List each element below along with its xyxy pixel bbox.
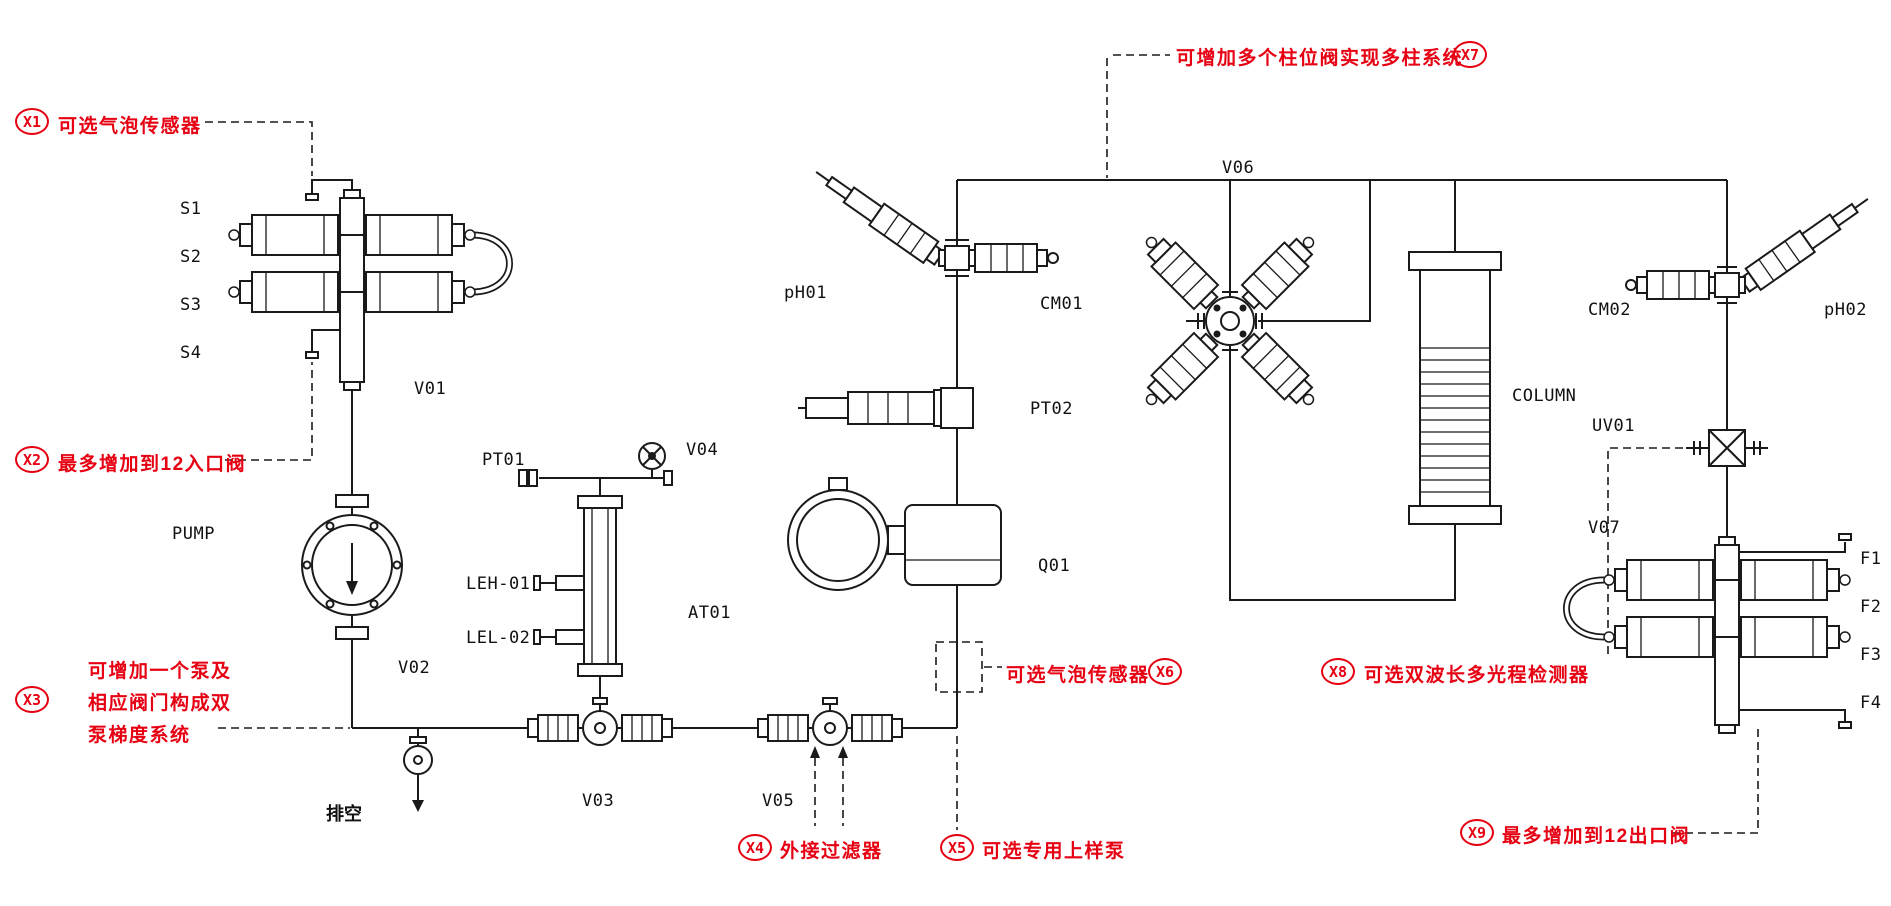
annotation-badge-x5: X5 — [940, 834, 974, 861]
annotation-text-x9: 最多增加到12出口阀 — [1502, 826, 1691, 847]
label-column: COLUMN — [1512, 386, 1577, 406]
label-ph01: pH01 — [784, 283, 827, 303]
inline-valve-v05-symbol — [757, 697, 903, 746]
annotation-badge-x2: X2 — [15, 446, 49, 473]
q01-pump-symbol — [787, 477, 1002, 591]
annotation-badge-x1: X1 — [15, 108, 49, 135]
annotation-text-x4: 外接过滤器 — [780, 841, 883, 862]
label-leh01: LEH-01 — [466, 574, 531, 594]
label-pump: PUMP — [172, 524, 215, 544]
annotation-text-x8: 可选双波长多光程检测器 — [1364, 665, 1590, 686]
annotation-dashed-lines — [205, 54, 1759, 834]
arrowheads — [412, 746, 848, 812]
label-v04: V04 — [686, 440, 719, 460]
pipe-lines — [311, 179, 1846, 801]
annotation-badge-x4: X4 — [738, 834, 772, 861]
column-symbol — [1408, 251, 1502, 525]
label-s4: S4 — [180, 343, 202, 363]
annotation-text-x7: 可增加多个柱位阀实现多柱系统 — [1176, 48, 1464, 69]
label-f2: F2 — [1860, 597, 1882, 617]
x6-dashed-box — [935, 641, 983, 693]
annotation-text-x3-line3: 泵梯度系统 — [88, 725, 191, 746]
annotation-badge-x9: X9 — [1460, 819, 1494, 846]
annotation-text-x5: 可选专用上样泵 — [982, 841, 1126, 862]
outlet-valve-v07-symbol — [1563, 533, 1852, 734]
pump-symbol — [301, 494, 403, 640]
annotation-text-x3-line2: 相应阀门构成双 — [88, 693, 232, 714]
annotation-text-x1: 可选气泡传感器 — [58, 116, 202, 137]
label-f3: F3 — [1860, 645, 1882, 665]
label-lel02: LEL-02 — [466, 628, 531, 648]
label-f1: F1 — [1860, 549, 1882, 569]
annotation-badge-x3: X3 — [15, 686, 49, 713]
label-v02: V02 — [398, 658, 431, 678]
label-s1: S1 — [180, 199, 202, 219]
purge-valve-v04-symbol — [638, 442, 673, 486]
label-v07: V07 — [1588, 518, 1621, 538]
mixer-at01-symbol — [533, 495, 623, 677]
label-s3: S3 — [180, 295, 202, 315]
annotation-badge-x6: X6 — [1148, 658, 1182, 685]
label-v01: V01 — [414, 379, 447, 399]
inlet-valve-v01-symbol — [228, 189, 513, 391]
label-pt01: PT01 — [482, 450, 525, 470]
label-cm02: CM02 — [1588, 300, 1631, 320]
inline-valve-v03-symbol — [527, 697, 673, 746]
pt01-fitting-symbol — [518, 469, 538, 487]
column-valve-v06-symbol — [1134, 225, 1326, 417]
annotation-text-x6: 可选气泡传感器 — [1006, 665, 1150, 686]
label-v03: V03 — [582, 791, 615, 811]
annotation-badge-x7: X7 — [1453, 41, 1487, 68]
label-pt02: PT02 — [1030, 399, 1073, 419]
label-v05: V05 — [762, 791, 795, 811]
pt02-sensor-symbol — [798, 387, 974, 429]
ph01-electrode-symbol — [807, 160, 948, 270]
label-ph02: pH02 — [1824, 300, 1867, 320]
label-drain: 排空 — [326, 804, 362, 824]
annotation-text-x3-line1: 可增加一个泵及 — [88, 661, 232, 682]
label-v06: V06 — [1222, 158, 1255, 178]
cm01-flow-cell-symbol — [938, 239, 1059, 277]
label-s2: S2 — [180, 247, 202, 267]
uv01-detector-symbol — [1693, 429, 1761, 467]
drain-valve-v02-symbol — [403, 736, 433, 775]
label-q01: Q01 — [1038, 556, 1071, 576]
annotation-badge-x8: X8 — [1321, 658, 1355, 685]
label-cm01: CM01 — [1040, 294, 1083, 314]
label-uv01: UV01 — [1592, 416, 1635, 436]
annotation-text-x2: 最多增加到12入口阀 — [58, 454, 247, 475]
ph02-electrode-symbol — [1736, 187, 1877, 297]
label-f4: F4 — [1860, 693, 1882, 713]
cm02-flow-cell-symbol — [1625, 266, 1746, 304]
label-at01: AT01 — [688, 603, 731, 623]
